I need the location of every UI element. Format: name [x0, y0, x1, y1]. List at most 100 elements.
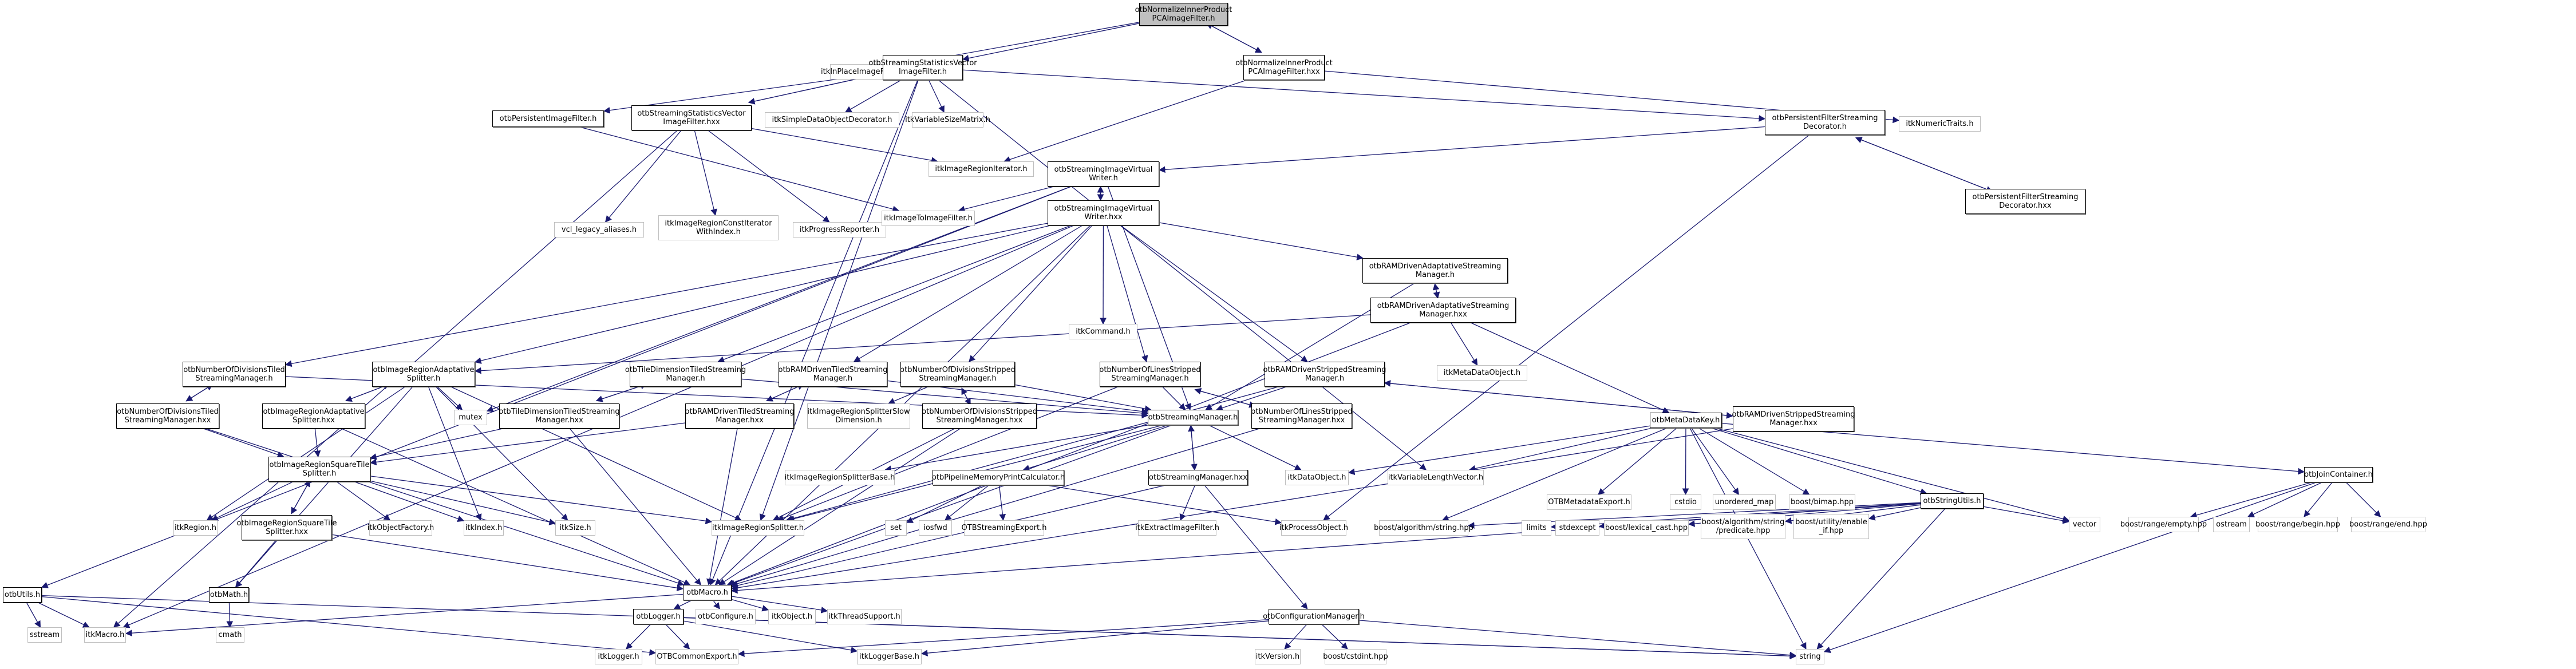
edge-joincont-to-rbegin — [2304, 482, 2333, 517]
node-itkversion: itkVersion.h — [1255, 649, 1301, 664]
edge-ssvif-h-to-irs — [759, 80, 919, 521]
edge-ssvif-h-to-macro — [709, 80, 918, 586]
node-macro[interactable]: otbMacro.h — [683, 585, 732, 600]
edge-mdk-to-strutils — [1711, 427, 1927, 495]
node-ramadapt-h[interactable]: otbRAMDrivenAdaptativeStreaming Manager.… — [1362, 258, 1508, 283]
node-ramtiled-hxx[interactable]: otbRAMDrivenTiledStreaming Manager.hxx — [685, 403, 795, 429]
node-joincont[interactable]: otbJoinContainer.h — [2304, 467, 2373, 482]
node-iras-h[interactable]: otbImageRegionAdaptative Splitter.h — [372, 362, 475, 387]
node-ramadapt-hxx[interactable]: otbRAMDrivenAdaptativeStreaming Manager.… — [1370, 298, 1516, 323]
node-pfsd-h[interactable]: otbPersistentFilterStreaming Decorator.h — [1765, 110, 1885, 135]
node-vsm: itkVariableSizeMatrix.h — [905, 112, 990, 128]
edge-mdk-to-vector — [1715, 427, 2070, 522]
node-itkobject: itkObject.h — [768, 609, 816, 624]
node-iosfwd: iosfwd — [919, 520, 952, 536]
node-itklogger: itkLogger.h — [595, 649, 642, 664]
edge-ssvif-hxx-to-ircit — [694, 130, 717, 216]
node-pmpc[interactable]: otbPipelineMemoryPrintCalculator.h — [932, 470, 1065, 485]
edge-mdk-to-vlv — [1468, 427, 1653, 472]
node-nolstrip-h[interactable]: otbNumberOfLinesStripped StreamingManage… — [1099, 362, 1201, 387]
node-itksize: itkSize.h — [555, 520, 595, 536]
edge-ssvif-h-to-pfsd-h — [962, 69, 1766, 122]
edge-tdts-hxx-to-macro — [569, 428, 701, 585]
edge-mdk-to-otbmdexp — [1598, 427, 1677, 495]
edge-ramstrip-hxx-to-ramstrip-h — [1384, 380, 1733, 417]
node-strutils[interactable]: otbStringUtils.h — [1921, 493, 1984, 509]
edge-logger-to-itklogger — [626, 624, 651, 650]
node-irsqt-h[interactable]: otbImageRegionSquareTile Splitter.h — [268, 457, 370, 482]
edge-pfsd-hxx-to-pfsd-h — [1855, 137, 1993, 192]
node-ssvif-hxx[interactable]: otbStreamingStatisticsVector ImageFilter… — [631, 105, 752, 130]
edge-irsqt-hxx-to-math — [235, 540, 276, 588]
node-nodtiled-hxx[interactable]: otbNumberOfDivisionsTiled StreamingManag… — [116, 403, 219, 429]
node-nodtiled-h[interactable]: otbNumberOfDivisionsTiled StreamingManag… — [183, 362, 286, 387]
edge-ramstrip-hxx-to-macro — [730, 428, 1733, 591]
edge-confmgr-to-cstdint — [1321, 624, 1348, 650]
node-tdts-hxx[interactable]: otbTileDimensionTiledStreaming Manager.h… — [499, 403, 620, 429]
edge-sivw-hxx-to-tdts-h — [717, 225, 1071, 363]
node-sivw-h[interactable]: otbStreamingImageVirtual Writer.h — [1048, 161, 1159, 187]
edge-pmpc-to-procobj — [1046, 485, 1282, 525]
node-irsqt-hxx[interactable]: otbImageRegionSquareTile Splitter.hxx — [236, 515, 337, 540]
edge-ssvif-h-to-vsm — [928, 80, 945, 113]
edge-sivw-hxx-to-nodtiled-h — [285, 223, 1048, 367]
node-math[interactable]: otbMath.h — [209, 587, 249, 603]
edge-sm-h-to-pmpc — [1022, 425, 1168, 472]
node-ramstrip-hxx[interactable]: otbRAMDrivenStrippedStreaming Manager.hx… — [1732, 406, 1855, 432]
edge-iras-h-to-itkregion — [206, 386, 405, 521]
edge-macro-to-threadsup — [731, 596, 828, 613]
node-ircit: itkImageRegionConstIterator WithIndex.h — [658, 215, 779, 240]
edge-ramadapt-hxx-to-iras-h — [474, 314, 1371, 374]
edge-pmpc-to-otbsexp — [998, 485, 1006, 521]
node-ssvif-h[interactable]: otbStreamingStatisticsVector ImageFilter… — [868, 55, 977, 80]
node-ramstrip-h[interactable]: otbRAMDrivenStrippedStreaming Manager.h — [1263, 362, 1386, 387]
node-nodstrip-h[interactable]: otbNumberOfDivisionsStripped StreamingMa… — [900, 362, 1016, 387]
edge-nodstrip-hxx-to-nodstrip-h — [961, 387, 971, 405]
edge-sivw-hxx-to-ramtiled-h — [853, 225, 1082, 362]
edge-sivw-h-to-mutex — [486, 186, 1071, 413]
edge-utils-to-sstream — [26, 602, 41, 628]
node-logger[interactable]: otbLogger.h — [633, 609, 683, 624]
node-commonexp: OTBCommonExport.h — [655, 649, 738, 664]
edge-persist-to-itif — [579, 126, 900, 212]
node-root[interactable]: otbNormalizeInnerProduct PCAImageFilter.… — [1135, 3, 1232, 26]
edge-pmpc-to-iosfwd — [944, 485, 989, 521]
node-itkindex: itkIndex.h — [464, 520, 504, 536]
edge-macro-to-configure — [713, 600, 720, 609]
edge-sivw-hxx-to-ramstrip-h — [1120, 225, 1308, 362]
node-nip-hxx[interactable]: otbNormalizeInnerProduct PCAImageFilter.… — [1235, 55, 1333, 80]
node-rempty: boost/range/empty.hpp — [2120, 517, 2207, 532]
edge-nolstrip-hxx-to-nolstrip-h — [1194, 387, 1255, 407]
edge-nodtiled-hxx-to-nodtiled-h — [185, 384, 214, 402]
node-sm-h[interactable]: otbStreamingManager.h — [1148, 410, 1238, 425]
node-cstdint: boost/cstdint.hpp — [1323, 649, 1388, 664]
edge-joincont-to-rempty — [2190, 482, 2312, 518]
edge-irsqt-h-to-itkregion — [211, 481, 293, 521]
node-confmgr[interactable]: otbConfigurationManager.h — [1263, 609, 1365, 624]
edge-iras-hxx-to-macro — [341, 428, 691, 586]
edge-sm-hxx-to-sm-h — [1188, 425, 1195, 470]
edge-irsqt-h-to-objfact — [337, 481, 391, 521]
node-nolstrip-hxx[interactable]: otbNumberOfLinesStripped StreamingManage… — [1251, 403, 1353, 429]
edge-iras-h-to-itkindex — [428, 386, 482, 521]
node-ramtiled-h[interactable]: otbRAMDrivenTiledStreaming Manager.h — [779, 362, 888, 387]
node-mutex: mutex — [454, 410, 487, 425]
node-mdo: itkMetaDataObject.h — [1437, 365, 1527, 381]
node-pfsd-hxx[interactable]: otbPersistentFilterStreaming Decorator.h… — [1965, 189, 2085, 214]
node-iras-hxx[interactable]: otbImageRegionAdaptative Splitter.hxx — [262, 403, 365, 429]
edge-macro-to-itkobject — [731, 599, 769, 612]
node-vcl: vcl_legacy_aliases.h — [554, 222, 644, 237]
node-mdk[interactable]: otbMetaDataKey.h — [1650, 413, 1722, 428]
node-tdts-h[interactable]: otbTileDimensionTiledStreaming Manager.h — [625, 362, 746, 387]
node-utils[interactable]: otbUtils.h — [3, 587, 42, 603]
edge-nodstrip-h-to-sm-h — [1014, 384, 1152, 412]
node-nodstrip-hxx[interactable]: otbNumberOfDivisionsStripped StreamingMa… — [922, 403, 1037, 429]
edge-nodstrip-hxx-to-macro — [718, 428, 961, 585]
node-sm-hxx[interactable]: otbStreamingManager.hxx — [1148, 470, 1248, 485]
edge-sivw-hxx-to-nolstrip-h — [1107, 225, 1148, 363]
node-sivw-hxx[interactable]: otbStreamingImageVirtual Writer.hxx — [1048, 200, 1159, 225]
edge-logger-to-loggerbase — [683, 620, 858, 654]
node-balgstr: boost/algorithm/string.hpp — [1374, 520, 1473, 536]
edge-mdk-to-bimap — [1698, 427, 1810, 495]
node-persist[interactable]: otbPersistentImageFilter.h — [492, 110, 604, 127]
